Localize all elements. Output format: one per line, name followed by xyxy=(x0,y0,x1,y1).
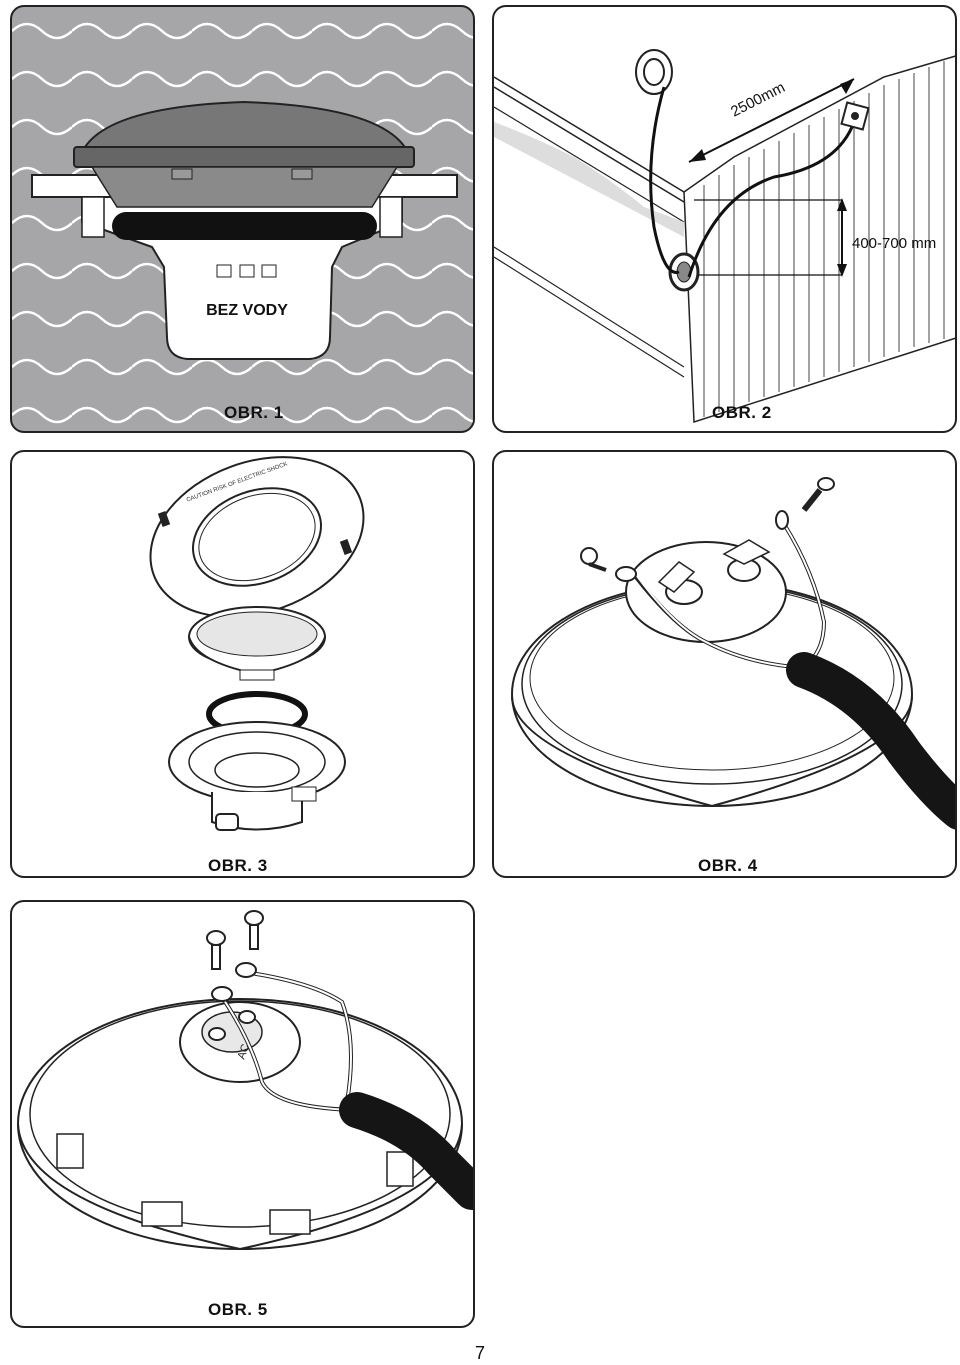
black-gasket xyxy=(112,212,377,240)
power-cable xyxy=(786,652,955,830)
figure-1-drawing: BEZ VODY xyxy=(12,7,473,431)
pool-wall-hatch xyxy=(683,55,955,424)
figure-4-panel: OBR. 4 xyxy=(492,450,957,878)
power-cable xyxy=(339,1092,473,1210)
figure-4-caption: OBR. 4 xyxy=(698,856,758,875)
figure-4-drawing xyxy=(511,477,955,830)
figure-3-caption: OBR. 3 xyxy=(208,856,268,875)
cable-2 xyxy=(687,126,854,278)
cable-1 xyxy=(649,86,680,274)
figure-3-panel: CAUTION RISK OF ELECTRIC SHOCK OBR. 3 xyxy=(10,450,475,878)
lamp-dome xyxy=(78,100,412,158)
figure-1-caption: OBR. 1 xyxy=(224,403,284,422)
screw-2 xyxy=(801,477,835,512)
figure-1-panel: BEZ VODY OBR. 1 xyxy=(10,5,475,433)
dimension-height-label: 400-700 mm xyxy=(852,235,936,252)
figure-2-drawing: 2500mm 400-700 mm xyxy=(494,49,955,424)
face-ring: CAUTION RISK OF ELECTRIC SHOCK xyxy=(149,456,365,618)
figure-2-caption: OBR. 2 xyxy=(712,403,772,422)
niche-housing xyxy=(168,721,346,831)
lamp-body xyxy=(90,166,399,208)
dimension-length-label: 2500mm xyxy=(728,79,788,121)
figure-5-caption: OBR. 5 xyxy=(208,1300,268,1319)
figure-2-panel: 2500mm 400-700 mm OBR. 2 xyxy=(492,5,957,433)
screw-1 xyxy=(206,930,226,970)
lamp-rim xyxy=(73,146,415,168)
led-lamp xyxy=(188,606,326,681)
screw-1 xyxy=(580,547,607,572)
figure-3-drawing: CAUTION RISK OF ELECTRIC SHOCK xyxy=(149,456,365,831)
figure-5-drawing: AC xyxy=(17,910,473,1251)
bez-vody-label: BEZ VODY xyxy=(206,302,288,319)
figure-5-panel: AC OBR. 5 xyxy=(10,900,475,1328)
screw-2 xyxy=(244,910,264,950)
page-number: 7 xyxy=(474,1343,485,1363)
